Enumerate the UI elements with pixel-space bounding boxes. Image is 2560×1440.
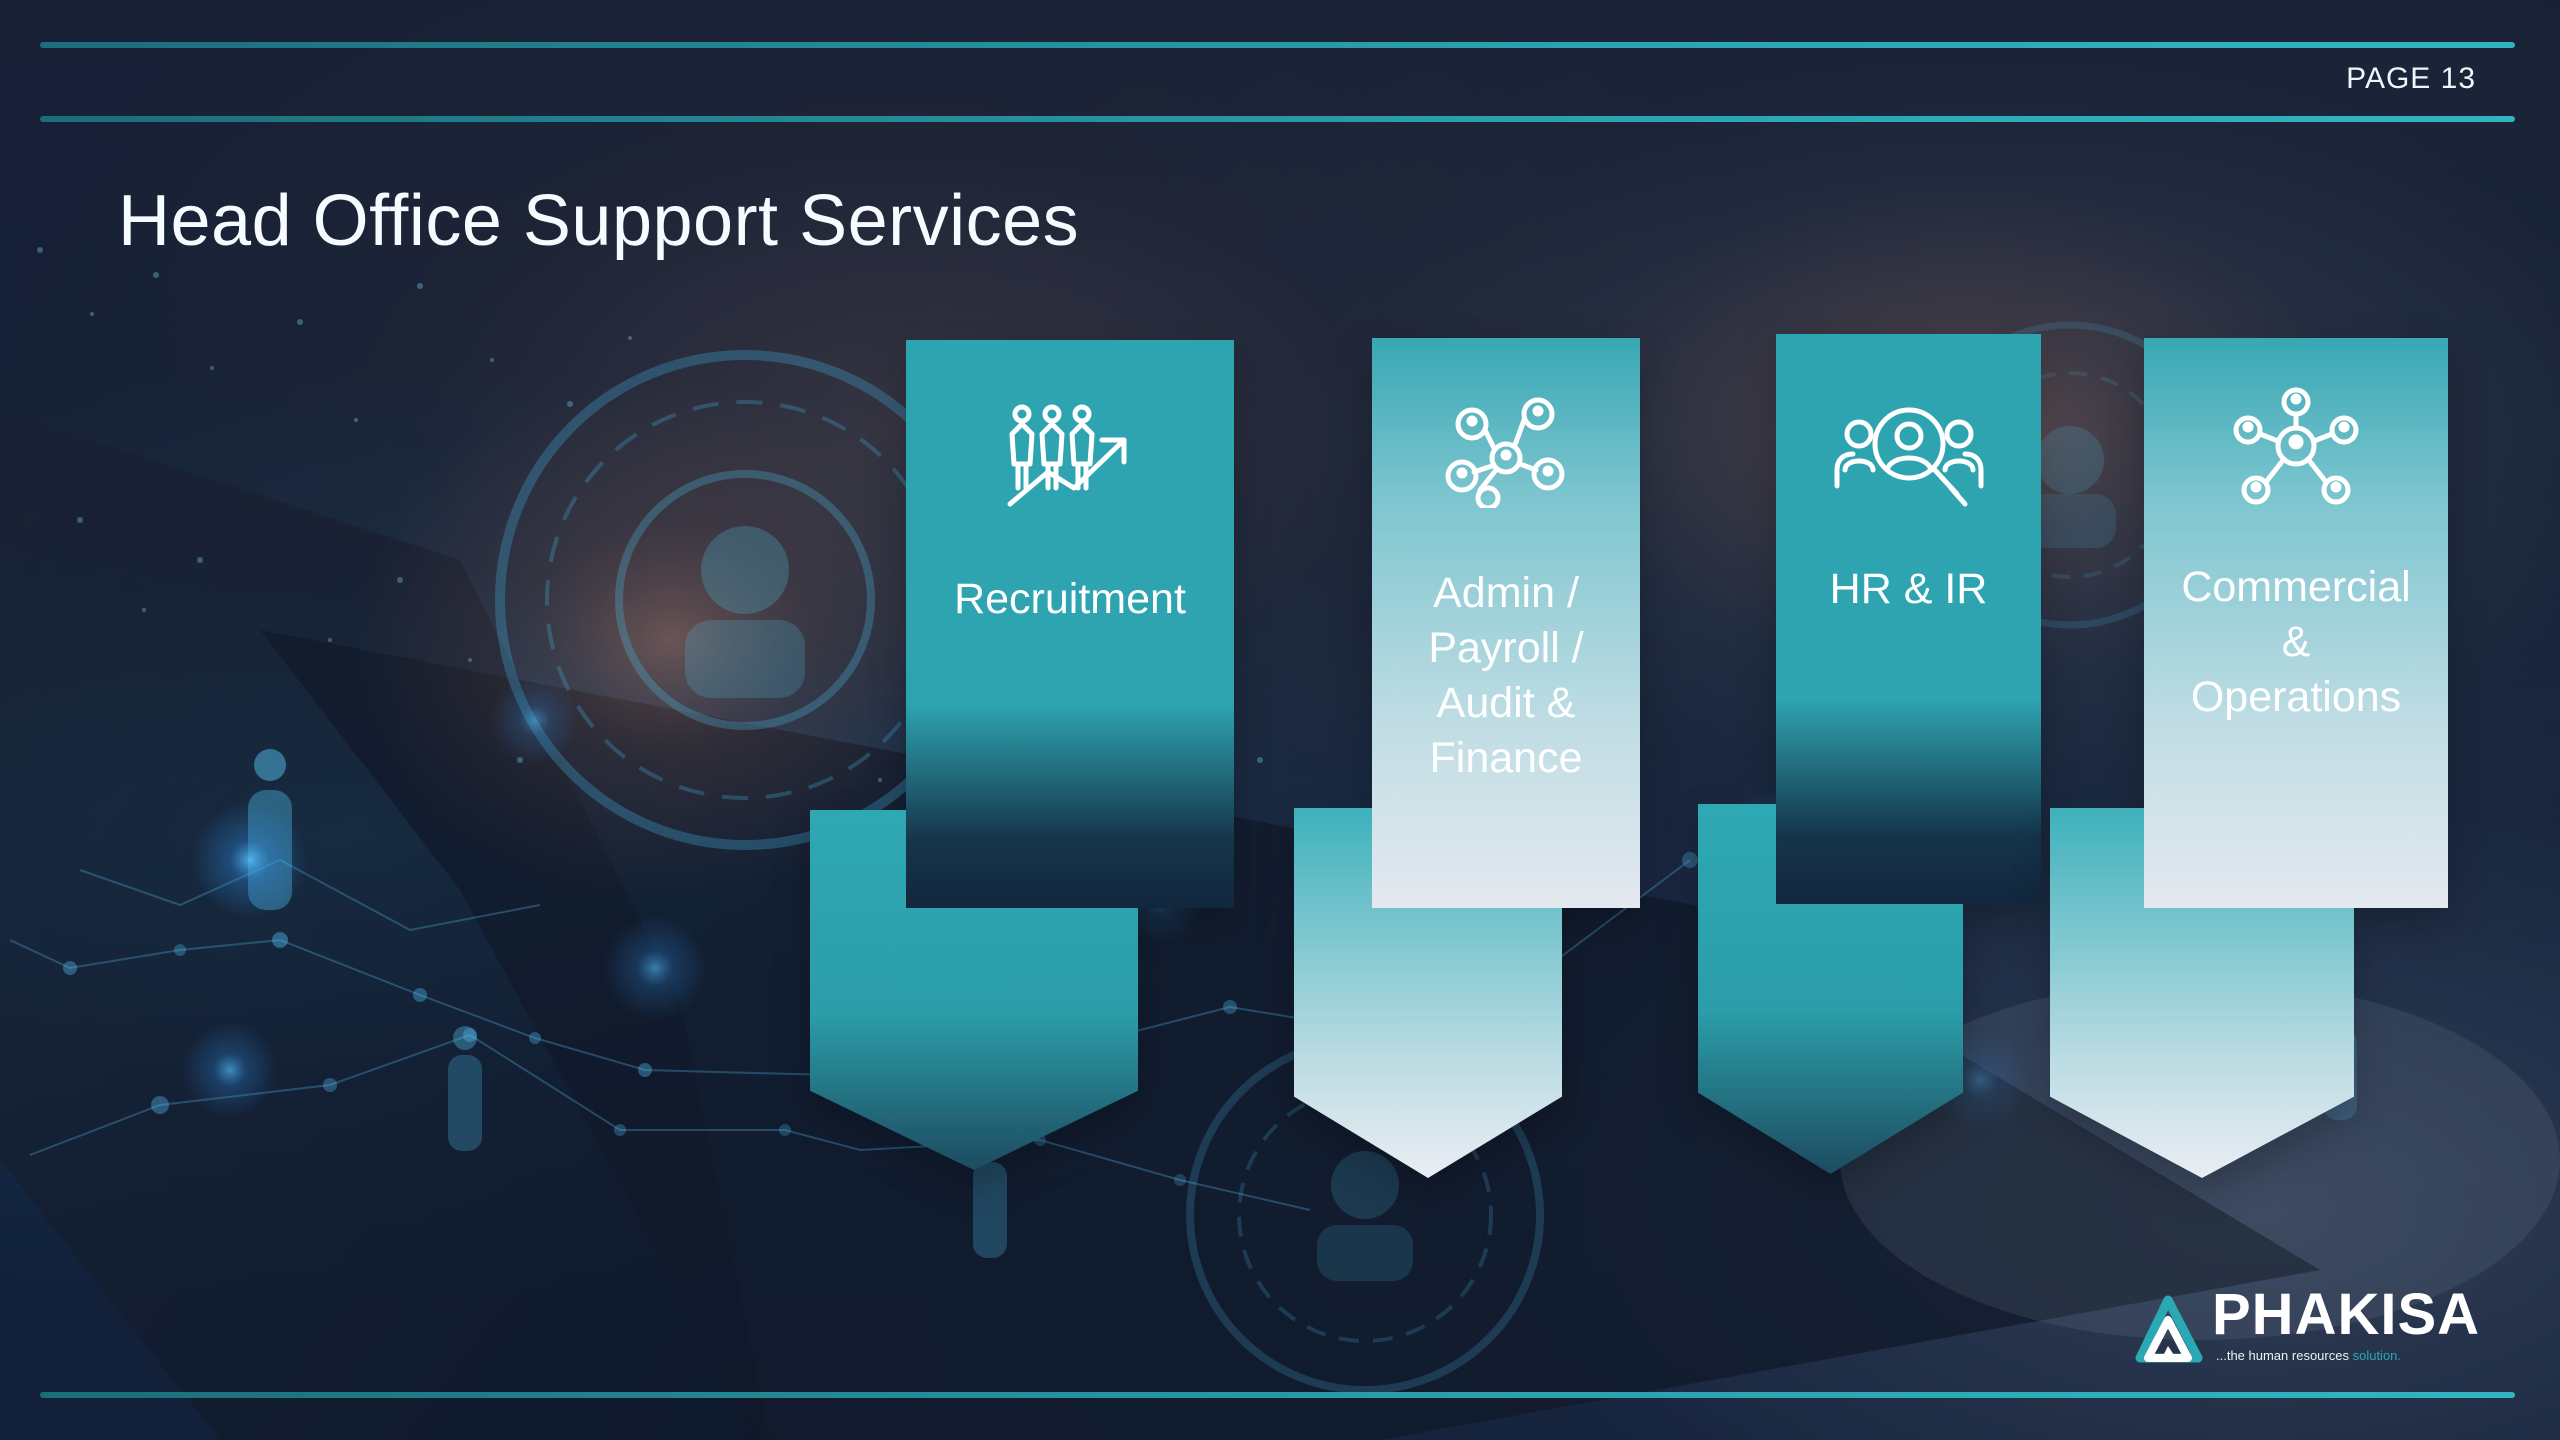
service-card-label-line: Audit & (1436, 679, 1576, 728)
service-card-label-line: Operations (2190, 673, 2402, 722)
team-growth-icon (1007, 404, 1127, 507)
service-card-panel: Commercial & Operations (2144, 338, 2448, 908)
page-number: PAGE 13 (2346, 62, 2476, 95)
brand-name: PHAKISA (2212, 1282, 2481, 1347)
service-card-hr-ir: HR & IR 3 (1698, 334, 2041, 1174)
service-card-panel: Admin / Payroll / Audit & Finance (1372, 338, 1640, 908)
service-card-panel: Recruitment (906, 340, 1234, 908)
top-divider-line (40, 42, 2515, 48)
page-title: Head Office Support Services (118, 181, 1080, 261)
service-card-label-line: Commercial (2181, 563, 2411, 611)
service-card-recruitment: Recruitment 1 (810, 340, 1234, 1170)
network-people-icon (1445, 397, 1565, 508)
phakisa-logo-icon (2135, 1295, 2203, 1363)
service-card-label-line: & (2281, 618, 2311, 667)
service-card-label-line: HR & IR (1829, 565, 1988, 613)
service-card-panel: HR & IR (1776, 334, 2041, 904)
service-card-label-line: Payroll / (1428, 624, 1584, 673)
brand-tagline-prefix: ...the human resources (2216, 1348, 2349, 1363)
header-divider-line (40, 116, 2515, 122)
search-people-icon (1834, 407, 1983, 507)
service-card-admin-payroll-audit-finance: Admin / Payroll / Audit & Finance 2 (1294, 338, 1640, 1178)
service-card-label-line: Recruitment (954, 575, 1186, 623)
service-card-label: Admin / Payroll / Audit & Finance (1372, 566, 1640, 786)
service-card-label: Recruitment (906, 572, 1234, 627)
hub-network-icon (2233, 387, 2359, 505)
bottom-divider-line (40, 1392, 2515, 1398)
service-card-label: Commercial & Operations (2144, 560, 2448, 725)
brand-tagline: ...the human resources solution. (2216, 1348, 2401, 1363)
service-card-label-line: Finance (1429, 734, 1583, 783)
service-card-label: HR & IR (1776, 562, 2041, 617)
service-card-commercial-operations: Commercial & Operations 4 (2050, 338, 2448, 1178)
service-card-label-line: Admin / (1433, 569, 1579, 617)
brand-logo: PHAKISA ...the human resources solution. (2128, 1286, 2508, 1378)
brand-tagline-accent: solution. (2352, 1348, 2402, 1363)
